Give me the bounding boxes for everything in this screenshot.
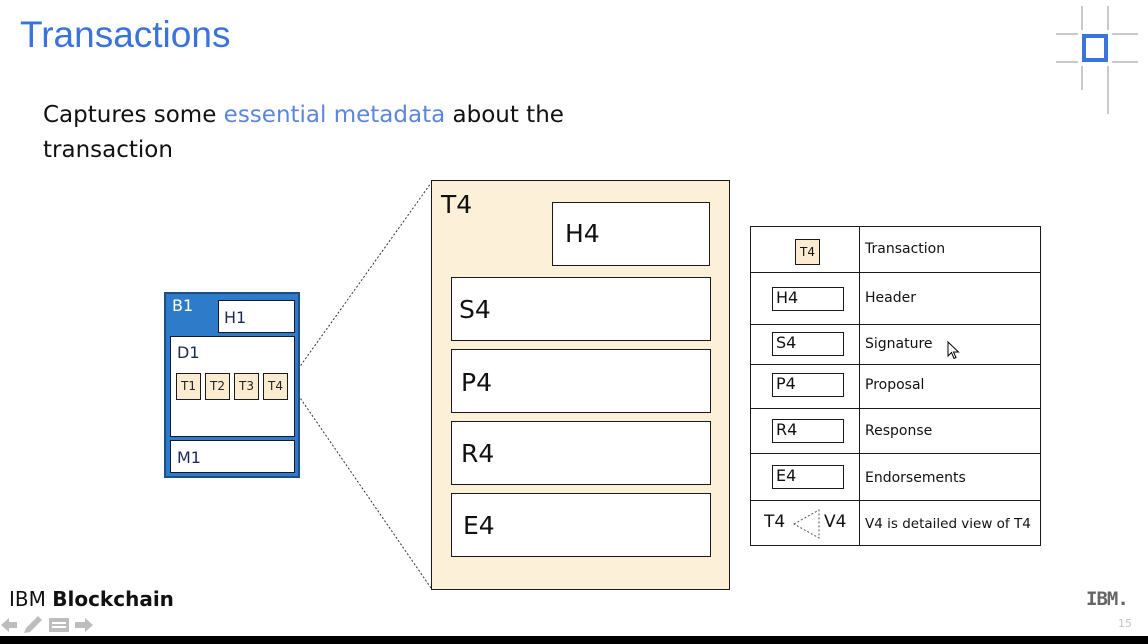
page-number: 15 — [1118, 617, 1132, 630]
pen-icon[interactable] — [22, 615, 44, 635]
legend-symbol-header: H4 — [772, 287, 844, 311]
legend-desc-view: V4 is detailed view of T4 — [865, 516, 1031, 532]
slide-title: Transactions — [20, 14, 231, 55]
corner-logo-icon — [1056, 6, 1138, 114]
legend-symbol-transaction: T4 — [795, 239, 820, 265]
detail-signature-box: S4 — [451, 277, 711, 341]
tx-t2: T2 — [205, 373, 230, 400]
legend-symbol-proposal: P4 — [772, 373, 844, 397]
slide-nav-toolbar — [0, 614, 100, 636]
tx-t3: T3 — [234, 373, 259, 400]
legend-symbol-signature: S4 — [772, 332, 844, 356]
block-header-label: H1 — [224, 308, 247, 327]
detail-proposal-box: P4 — [451, 349, 711, 413]
subtitle-text-end: about the transaction — [43, 102, 564, 163]
nav-back-icon[interactable] — [0, 616, 18, 634]
bottom-bar — [0, 636, 1148, 644]
notes-icon[interactable] — [48, 617, 70, 633]
detail-endorsements-label: E4 — [463, 511, 495, 540]
legend-row-line — [751, 272, 1040, 273]
legend-column-divider — [859, 227, 860, 545]
block-metadata-box: M1 — [170, 440, 295, 473]
legend-desc-endorsements: Endorsements — [865, 470, 966, 486]
detail-proposal-label: P4 — [461, 368, 492, 397]
legend-table: T4 Transaction H4 Header S4 Signature P4… — [750, 226, 1041, 546]
footer-brand: IBM Blockchain — [9, 587, 174, 611]
detail-response-box: R4 — [451, 421, 711, 485]
tx-t1: T1 — [176, 373, 201, 400]
block-data-label: D1 — [177, 343, 200, 362]
detail-response-label: R4 — [461, 439, 495, 468]
legend-desc-transaction: Transaction — [865, 241, 946, 257]
legend-view-to: V4 — [824, 512, 847, 532]
legend-row-line — [751, 364, 1040, 365]
subtitle: Captures some essential metadata about t… — [43, 98, 643, 168]
footer-brand-ibm: IBM — [9, 587, 53, 611]
subtitle-text: Captures some — [43, 102, 224, 128]
block-label: B1 — [172, 296, 194, 315]
detail-endorsements-box: E4 — [451, 493, 711, 557]
legend-desc-response: Response — [865, 423, 933, 439]
detail-signature-label: S4 — [459, 295, 491, 324]
legend-row-line — [751, 453, 1040, 454]
legend-desc-signature: Signature — [865, 336, 933, 352]
detail-view-icon — [792, 509, 820, 539]
block-data-box: D1 T1 T2 T3 T4 — [170, 336, 295, 437]
tx-detail-label: T4 — [441, 190, 473, 219]
legend-view-from: T4 — [764, 512, 786, 532]
legend-desc-proposal: Proposal — [865, 377, 925, 393]
legend-row-line — [751, 324, 1040, 325]
block-metadata-label: M1 — [177, 448, 201, 467]
footer-brand-blockchain: Blockchain — [52, 587, 174, 611]
subtitle-accent: essential metadata — [223, 102, 446, 128]
legend-row-line — [751, 500, 1040, 501]
ibm-logo: IBM. — [1086, 588, 1129, 610]
legend-row-line — [751, 408, 1040, 409]
tx-t4: T4 — [263, 373, 288, 400]
block-header-box: H1 — [218, 300, 295, 333]
mouse-cursor-icon — [947, 341, 960, 360]
legend-desc-header: Header — [865, 290, 916, 306]
nav-forward-icon[interactable] — [74, 616, 94, 634]
legend-symbol-endorsements: E4 — [772, 465, 844, 489]
detail-header-box: H4 — [552, 202, 710, 266]
legend-symbol-response: R4 — [772, 419, 844, 443]
detail-header-label: H4 — [565, 219, 600, 248]
